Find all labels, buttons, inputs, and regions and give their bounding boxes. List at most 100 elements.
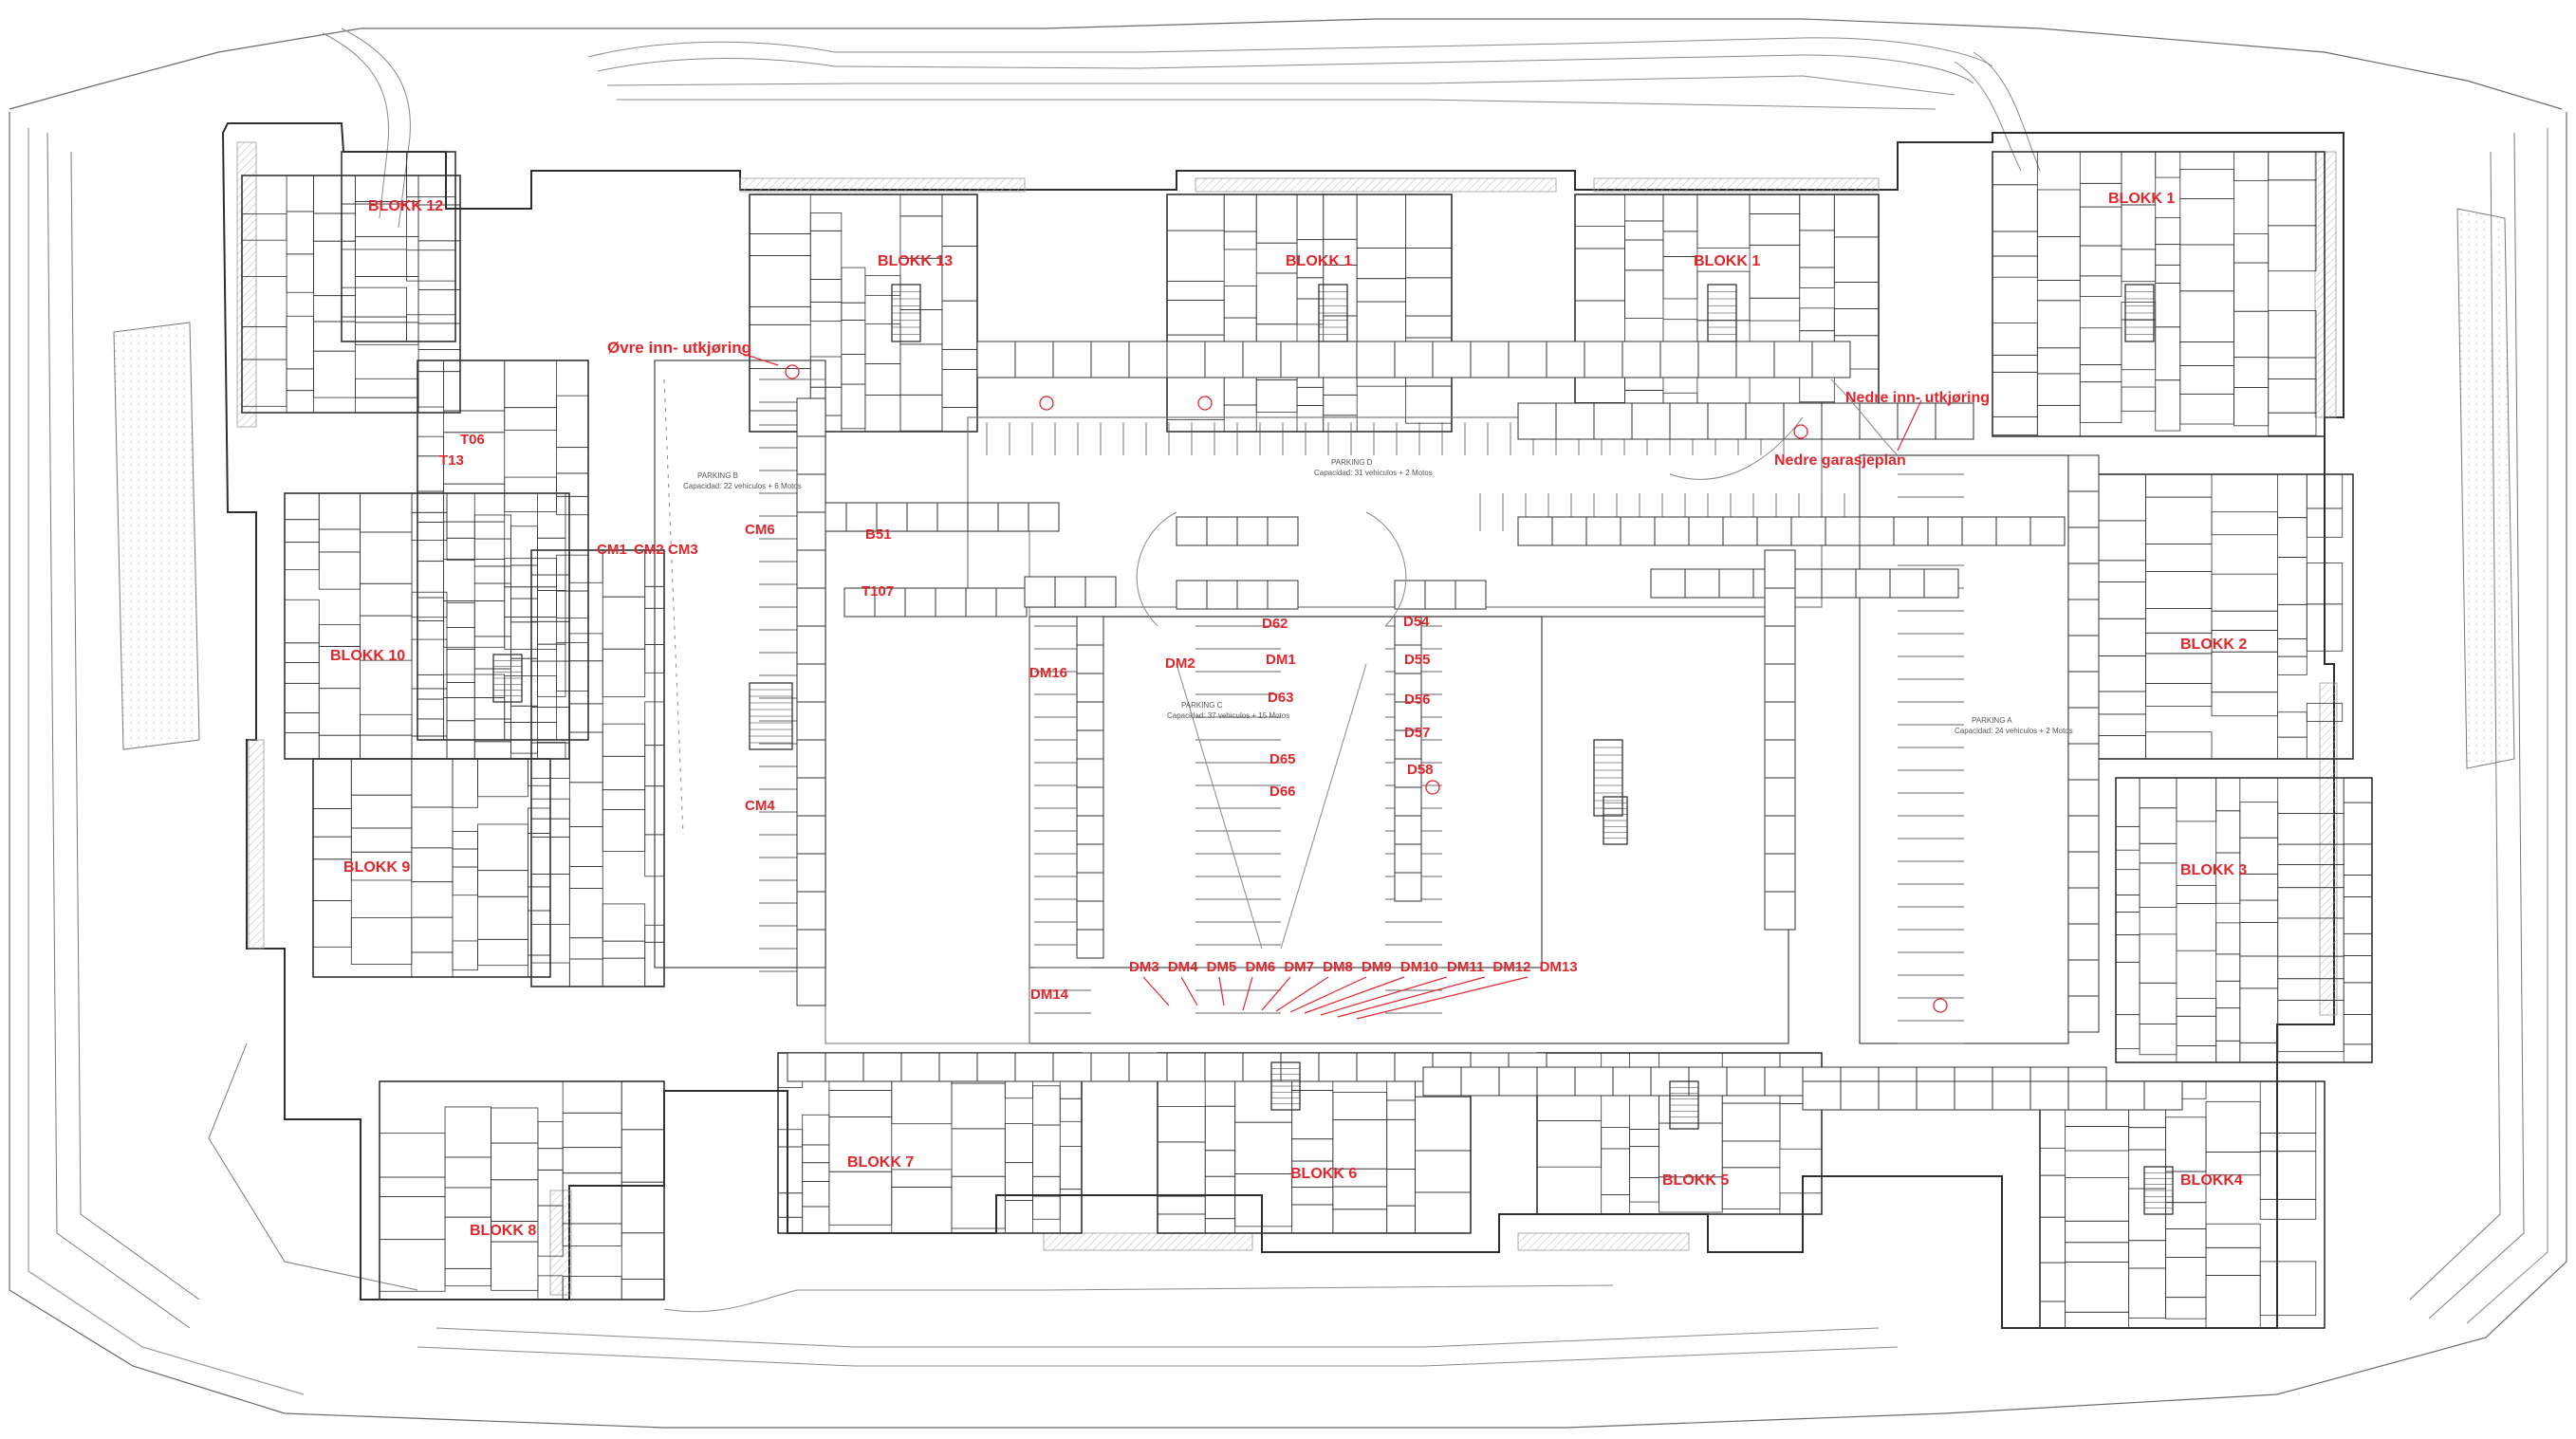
- storage-unit: [967, 502, 999, 532]
- room: [2096, 618, 2146, 656]
- room: [2215, 953, 2241, 982]
- storage-unit: [1593, 402, 1633, 440]
- room: [1779, 1103, 1823, 1150]
- room: [1255, 194, 1298, 244]
- storage-unit: [1718, 568, 1754, 599]
- room: [510, 657, 538, 707]
- room: [1779, 1192, 1823, 1215]
- room: [2276, 711, 2307, 738]
- room: [1415, 1096, 1472, 1152]
- room: [2176, 885, 2217, 905]
- room: [491, 1107, 539, 1144]
- storage-unit: [1028, 502, 1060, 532]
- storage-unit: [1669, 402, 1709, 440]
- room: [1032, 1124, 1061, 1177]
- room: [562, 1223, 622, 1246]
- storage-unit: [862, 1052, 902, 1082]
- room: [1833, 282, 1880, 309]
- room: [2115, 869, 2140, 895]
- room: [477, 823, 528, 872]
- room: [1624, 239, 1664, 271]
- room: [443, 360, 506, 412]
- room: [527, 954, 551, 978]
- room: [568, 703, 603, 733]
- room: [602, 596, 646, 650]
- label-DM1: DM1: [1266, 652, 1296, 668]
- room: [286, 211, 314, 255]
- room: [2165, 1257, 2207, 1299]
- room: [951, 1082, 1006, 1130]
- apartment-block-9: [312, 758, 551, 978]
- apartment-block-13: [749, 194, 978, 433]
- room: [360, 615, 413, 661]
- room: [2343, 875, 2373, 897]
- room: [777, 1129, 804, 1148]
- stalls-parking-b: [759, 378, 825, 972]
- room: [951, 1128, 1006, 1177]
- room: [1601, 1148, 1631, 1196]
- storage-unit: [900, 1052, 940, 1082]
- room: [1624, 194, 1664, 222]
- room: [2165, 1228, 2207, 1258]
- storage-unit: [2067, 887, 2100, 925]
- room: [2079, 151, 2122, 184]
- room: [2039, 1262, 2066, 1302]
- room: [411, 881, 454, 918]
- room: [2096, 581, 2146, 619]
- label-blokk-13: BLOKK 13: [878, 253, 954, 269]
- room: [354, 397, 419, 414]
- apartment-block-4-outline: [2039, 1080, 2326, 1329]
- room: [379, 1176, 446, 1197]
- room: [443, 559, 506, 601]
- room: [556, 554, 589, 592]
- room: [530, 620, 570, 662]
- label-blokk-4: BLOKK4: [2180, 1172, 2243, 1189]
- storage-unit: [1394, 341, 1434, 378]
- storage-unit: [796, 397, 826, 437]
- room: [777, 1192, 804, 1218]
- storage-unit: [787, 1052, 826, 1082]
- room: [2139, 807, 2178, 844]
- storage-unit: [1821, 568, 1857, 599]
- stair-core-top-4: [2124, 284, 2155, 342]
- storage-unit: [1166, 1052, 1206, 1082]
- storage-rows: [787, 341, 2183, 1111]
- room: [2079, 381, 2122, 423]
- room: [313, 175, 356, 214]
- room: [1059, 1189, 1083, 1234]
- stalls-parking-a: [1898, 473, 1964, 1044]
- storage-unit: [1128, 341, 1168, 378]
- room: [2145, 544, 2213, 572]
- room: [568, 888, 603, 939]
- room: [354, 378, 419, 398]
- room: [406, 249, 456, 282]
- storage-col-c-right: [1394, 616, 1422, 902]
- storage-unit: [796, 435, 826, 475]
- room: [556, 495, 589, 516]
- storage-unit: [843, 587, 876, 618]
- storage-unit: [1650, 568, 1686, 599]
- storage-unit: [1654, 516, 1690, 546]
- storage-unit: [1935, 402, 1974, 440]
- room: [2176, 777, 2217, 822]
- storage-unit: [1802, 1080, 1842, 1111]
- room: [1992, 323, 2038, 356]
- stair-core-bottom-4: [2143, 1166, 2174, 1215]
- room: [562, 1172, 622, 1225]
- apartment-block-1a-outline: [1166, 194, 1453, 433]
- room: [602, 940, 646, 959]
- room: [2205, 1223, 2261, 1248]
- storage-unit: [796, 701, 826, 741]
- room: [802, 1162, 830, 1183]
- room: [891, 1169, 953, 1188]
- room: [2211, 573, 2278, 612]
- parking-c-capacity: Capacidad: 37 vehiculos + 15 Motos: [1167, 711, 1290, 720]
- room: [1799, 230, 1835, 268]
- room: [1405, 385, 1453, 424]
- room: [1204, 1218, 1236, 1234]
- room: [2259, 1080, 2317, 1135]
- storage-unit: [2067, 815, 2100, 853]
- room: [1749, 213, 1801, 246]
- room: [284, 682, 320, 713]
- room: [537, 537, 566, 591]
